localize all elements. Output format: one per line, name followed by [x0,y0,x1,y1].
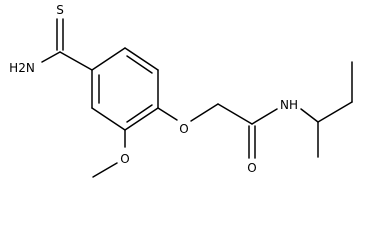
bond-ch-ch2 [317,101,353,123]
atom-methoxy-o: O [120,152,129,166]
atom-amide-nh: NH [280,98,298,112]
bond-ring-inner-b [126,104,153,123]
bond-ring-c2-c3 [124,47,159,71]
methoxy-group: O [92,129,130,178]
atom-thione-s: S [56,3,64,17]
atom-carbonyl-o: O [247,161,256,175]
bond-methoxy-o-ch3 [92,162,118,178]
ether-linkage: O [157,103,219,136]
atom-amide-nh2: H2N [9,61,35,75]
bond-ether-o-ch2 [190,103,219,122]
bond-ring-inner-a [126,55,153,74]
thioamide-group: S H2N [9,3,93,75]
bond-nh-ch [300,108,319,123]
structure-diagram: S H2N O O O NH [9,3,353,178]
atom-ether-o: O [179,122,188,136]
acetamide-chain: O NH [217,98,298,175]
benzene-ring [91,47,159,131]
molecule-svg: S H2N O O O NH [9,3,353,178]
bond-ring-c4-c5 [124,107,159,131]
bond-carbonyl-c-nh [251,108,278,125]
bond-ch2-carbonyl-c [217,103,253,125]
bond-c-nh2 [41,51,61,63]
sec-butyl-group [300,61,353,158]
bond-ring-thioamide-c [59,51,93,71]
bond-ring-ether-o [157,107,178,121]
bond-ring-c1-c2 [91,47,126,71]
bond-ring-c5-c6 [91,107,126,131]
